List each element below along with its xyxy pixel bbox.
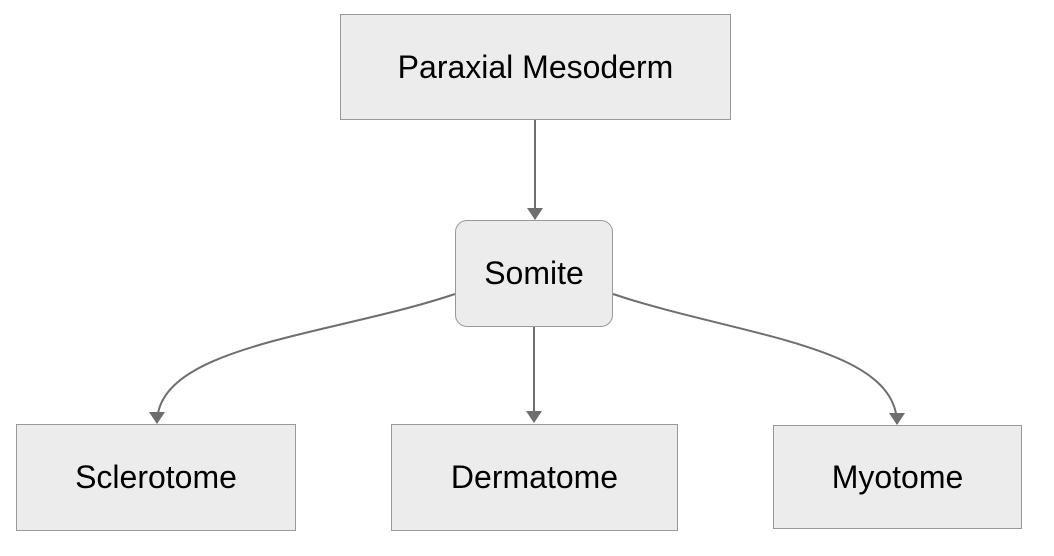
edge-somite-to-myotome	[612, 293, 905, 425]
node-sclerotome-label: Sclerotome	[75, 459, 237, 496]
node-myotome: Myotome	[773, 425, 1022, 529]
node-somite: Somite	[455, 220, 613, 327]
node-somite-label: Somite	[484, 255, 584, 292]
node-sclerotome: Sclerotome	[16, 424, 296, 531]
node-dermatome-label: Dermatome	[450, 459, 619, 496]
node-dermatome: Dermatome	[391, 424, 678, 531]
node-myotome-label: Myotome	[831, 458, 964, 495]
node-paraxial-mesoderm: Paraxial Mesoderm	[340, 14, 731, 120]
edge-somite-to-sclerotome	[149, 293, 456, 424]
node-paraxial-mesoderm-label: Paraxial Mesoderm	[397, 48, 674, 85]
